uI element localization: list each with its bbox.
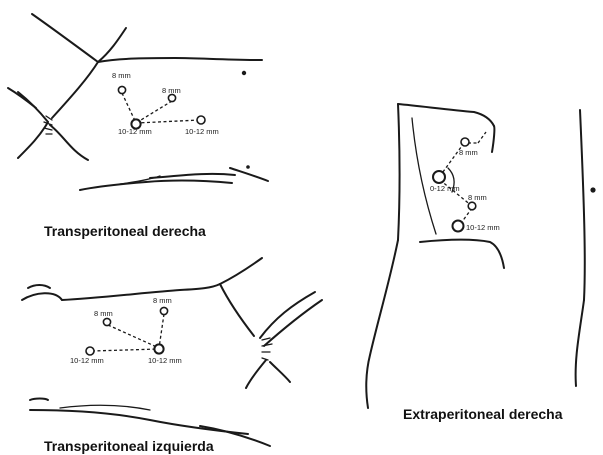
port-assist [86, 347, 94, 355]
body-outline [8, 14, 268, 190]
port-camera [154, 344, 163, 353]
port-label: 10-12 mm [466, 223, 500, 232]
panel-caption: Transperitoneal izquierda [44, 438, 214, 454]
port-assist [197, 116, 205, 124]
port-label: 8 mm [468, 193, 487, 202]
port-8mm-b [168, 94, 175, 101]
port-layout: 8 mm 0-12 mm 8 mm 10-12 mm [430, 132, 500, 232]
panel-transperitoneal-izquierda: 8 mm 8 mm 10-12 mm 10-12 mm Transperiton… [22, 258, 322, 454]
port-label: 10-12 mm [70, 356, 104, 365]
port-8mm-a [461, 138, 469, 146]
port-8mm-b [468, 202, 476, 210]
panel-caption: Extraperitoneal derecha [403, 406, 563, 422]
port-camera [433, 171, 445, 183]
port-label: 8 mm [162, 86, 181, 95]
panel-transperitoneal-derecha: 8 mm 8 mm 10-12 mm 10-12 mm Transperiton… [8, 14, 268, 239]
port-label: 0-12 mm [430, 184, 460, 193]
body-outline [22, 258, 322, 446]
port-label: 10-12 mm [185, 127, 219, 136]
port-8mm-a [103, 318, 110, 325]
port-layout: 8 mm 8 mm 10-12 mm 10-12 mm [112, 71, 219, 136]
port-label: 10-12 mm [148, 356, 182, 365]
port-layout: 8 mm 8 mm 10-12 mm 10-12 mm [70, 296, 182, 365]
port-assist [453, 221, 464, 232]
port-label: 8 mm [112, 71, 131, 80]
body-outline [366, 104, 595, 408]
port-label: 8 mm [94, 309, 113, 318]
port-label: 8 mm [459, 148, 478, 157]
port-label: 8 mm [153, 296, 172, 305]
port-8mm-a [118, 86, 125, 93]
port-label: 10-12 mm [118, 127, 152, 136]
panel-extraperitoneal-derecha: 8 mm 0-12 mm 8 mm 10-12 mm Extraperitone… [366, 104, 595, 422]
panel-caption: Transperitoneal derecha [44, 223, 206, 239]
port-8mm-b [160, 307, 167, 314]
